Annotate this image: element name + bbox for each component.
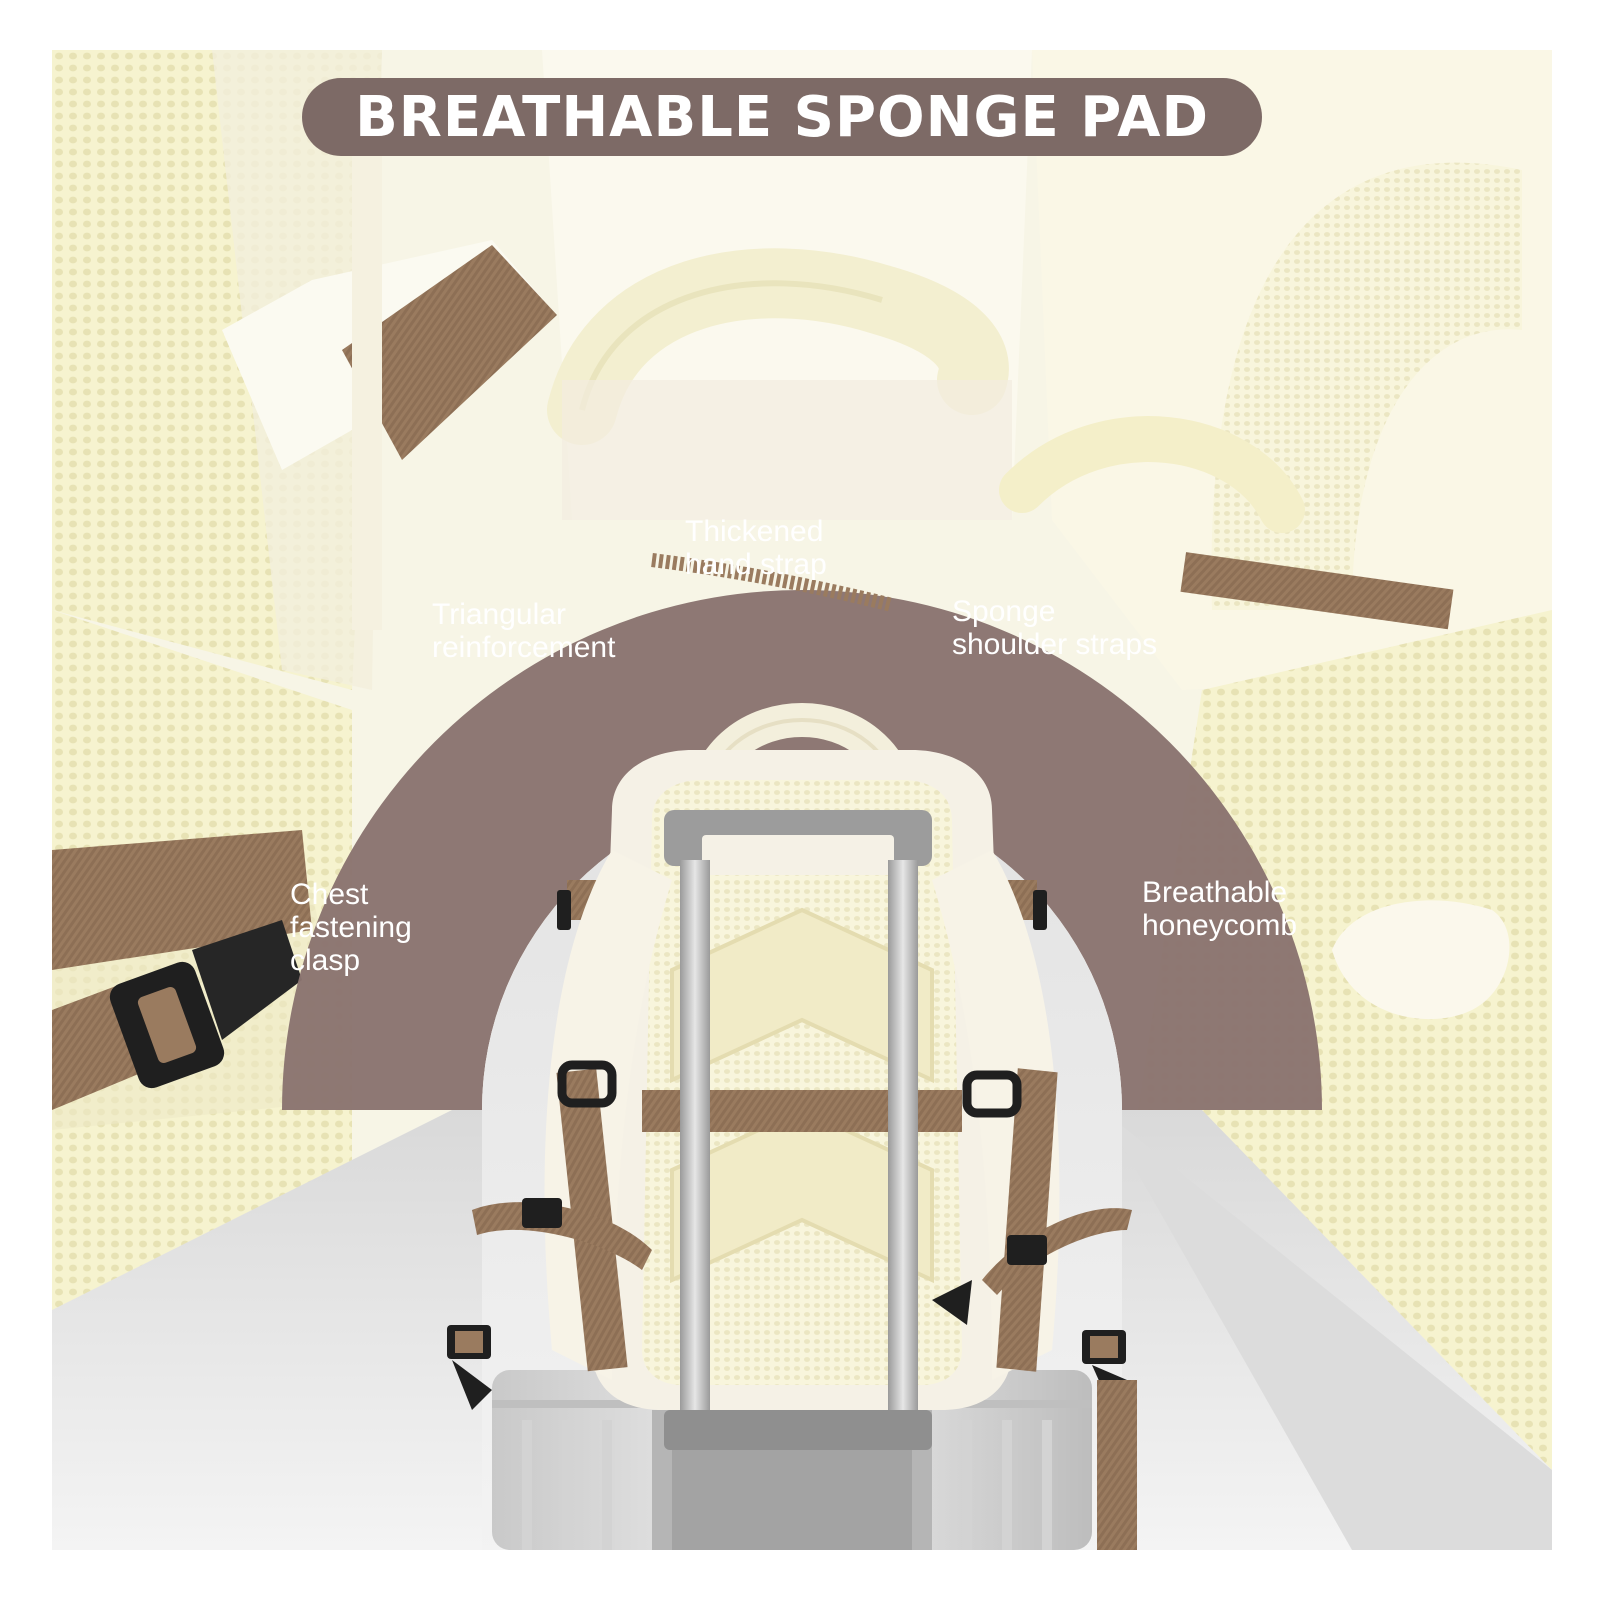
- feature-arch: [282, 590, 1322, 1110]
- callout-sponge-shoulder-straps: Sponge shoulder straps: [952, 595, 1158, 661]
- triangular-strap-detail: [222, 110, 557, 630]
- backpack-feature-scene: [52, 50, 1552, 1550]
- chest-buckle-detail: [52, 830, 312, 1110]
- honeycomb-pad-detail: [1332, 900, 1510, 1020]
- callout-thickened-hand-strap: Thickened hand strap: [685, 515, 827, 581]
- banner-title: BREATHABLE SPONGE PAD: [302, 78, 1262, 156]
- hand-strap-sample-icon: [651, 553, 894, 612]
- sponge-strap-detail: [999, 162, 1522, 630]
- luggage-trolley-handle: [664, 810, 932, 1450]
- callout-breathable-honeycomb: Breathable honeycomb: [1142, 876, 1298, 942]
- callout-chest-fastening-clasp: Chest fastening clasp: [290, 878, 412, 977]
- product-panel: BREATHABLE SPONGE PAD Thickened hand str…: [52, 50, 1552, 1550]
- thickened-handle-detail: [547, 248, 1012, 520]
- callout-triangular-reinforcement: Triangular reinforcement: [432, 598, 616, 664]
